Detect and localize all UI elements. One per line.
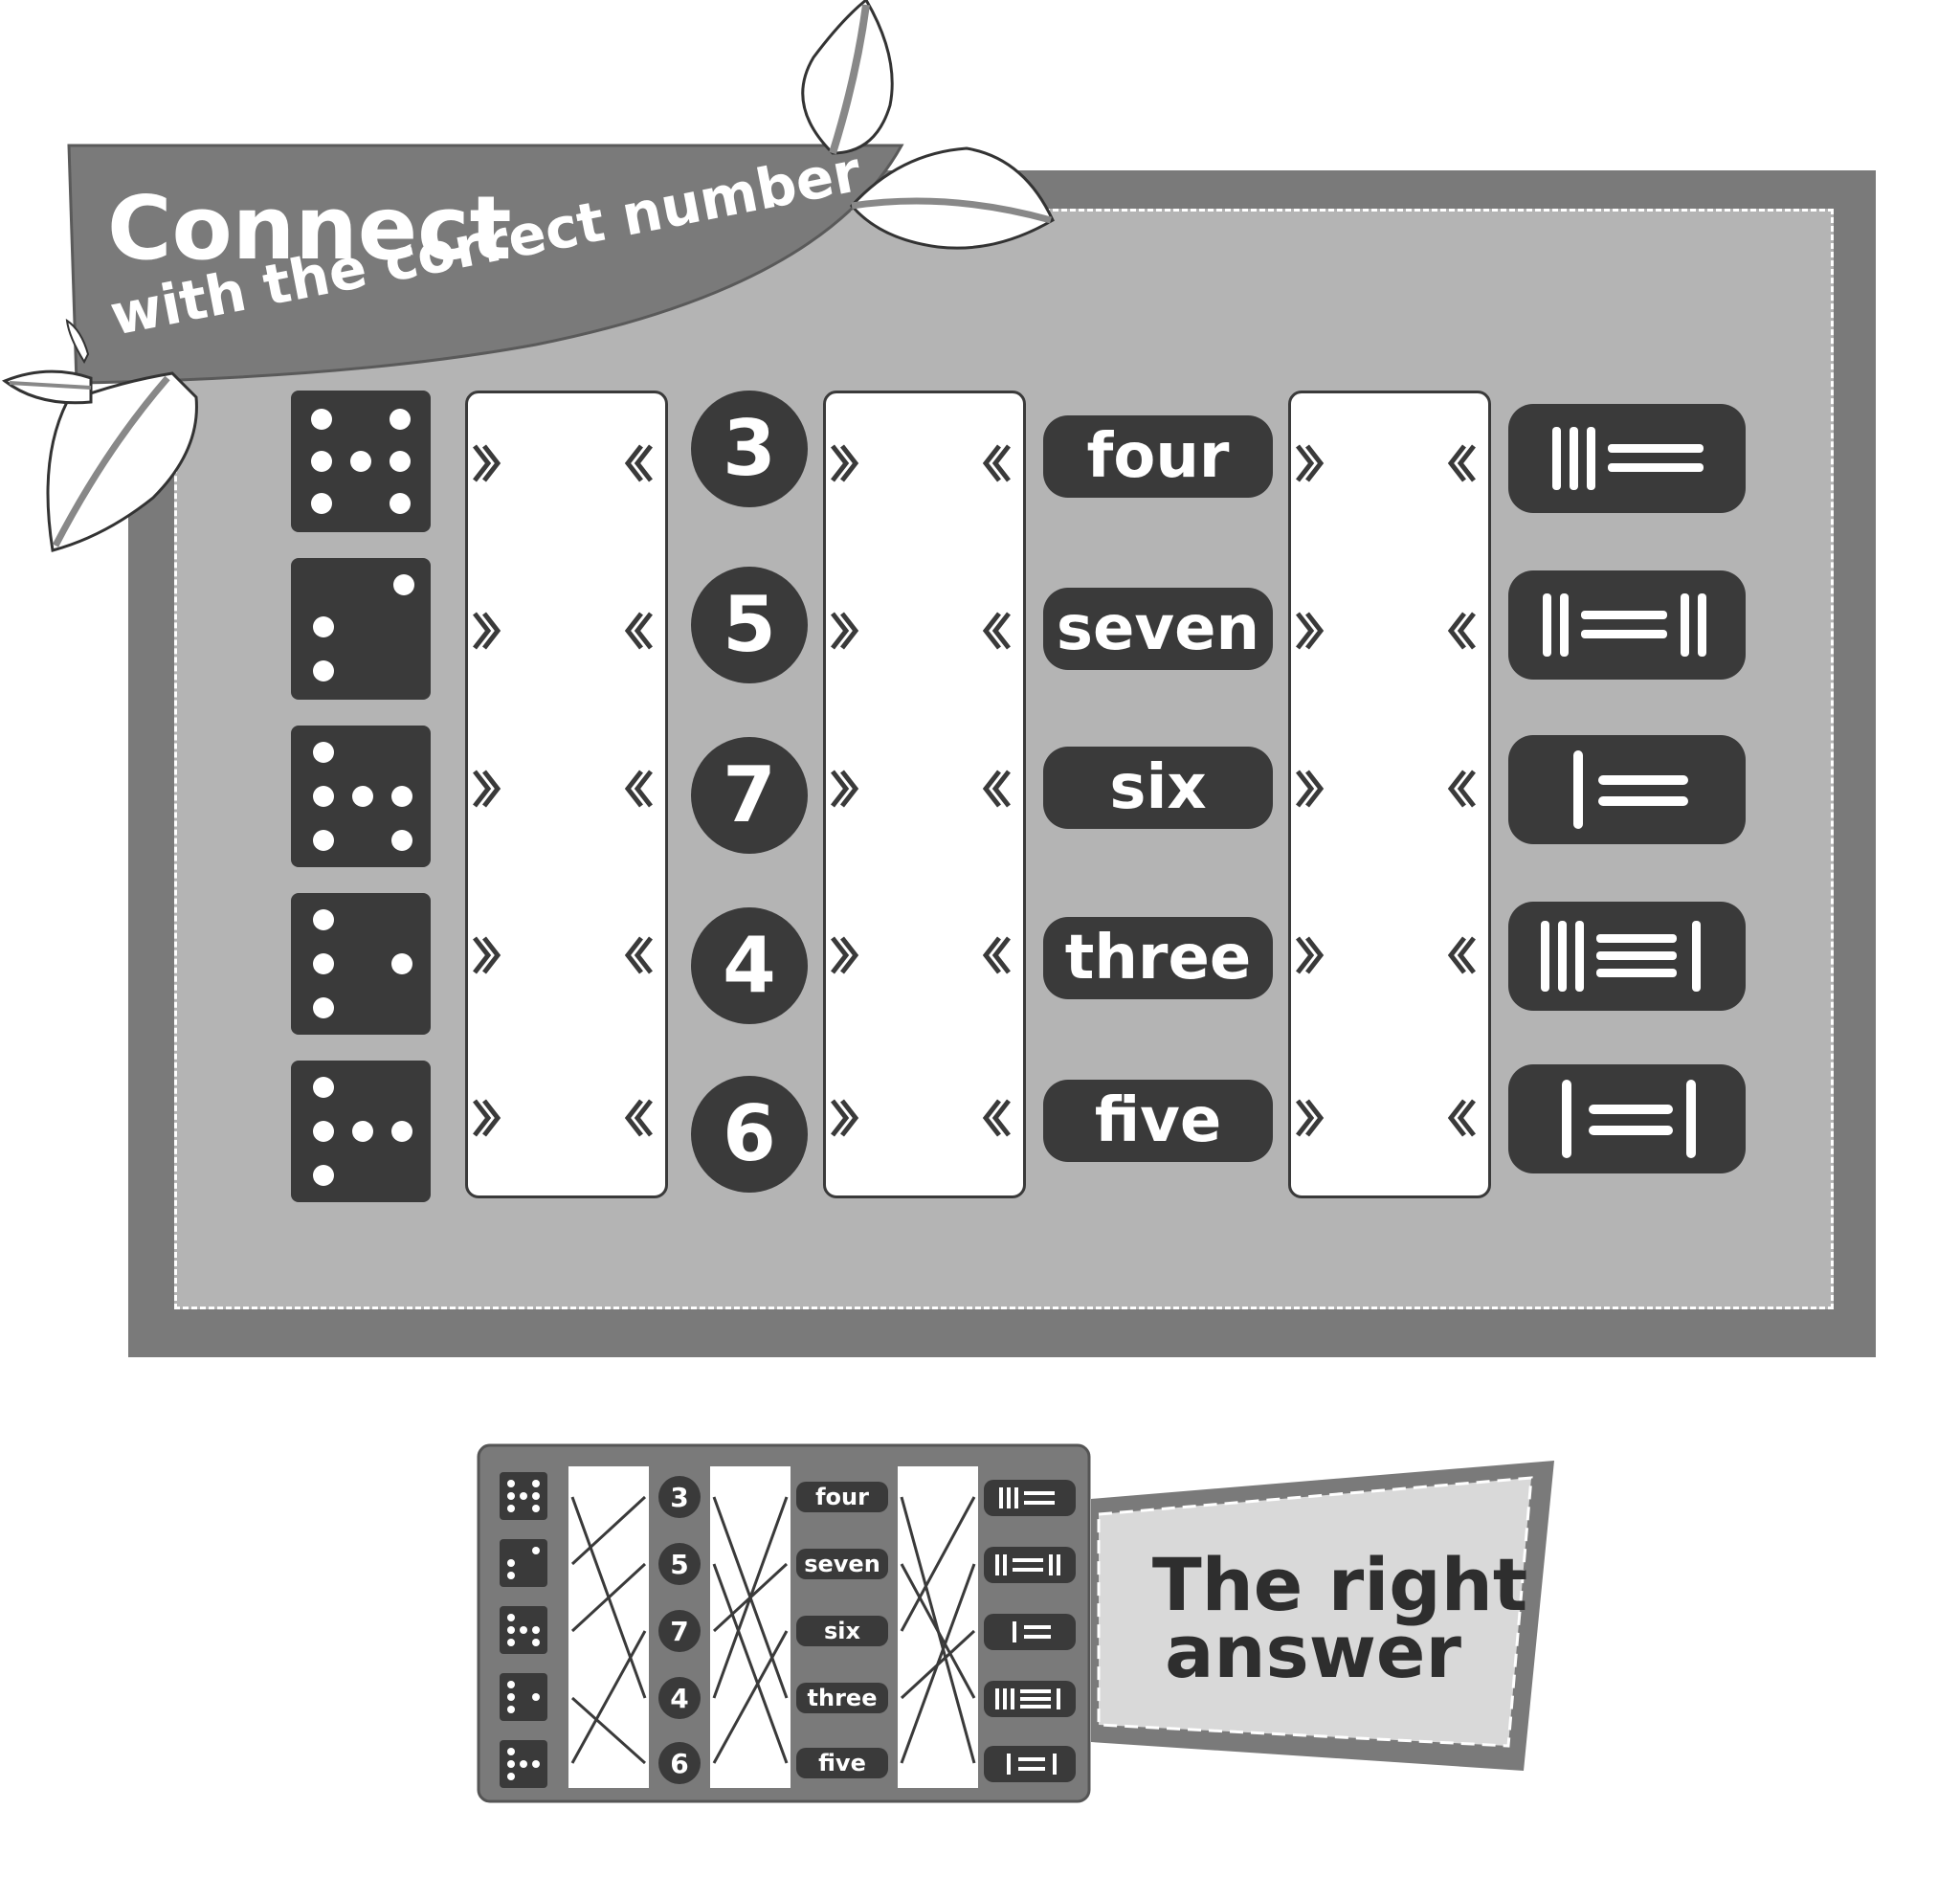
die-tile xyxy=(291,1061,431,1202)
chevron-left-icon[interactable] xyxy=(628,938,651,972)
digit-circle: 7 xyxy=(691,737,808,854)
answer-label-line2: answer xyxy=(1165,1609,1461,1694)
number-word-pill: four xyxy=(1043,415,1273,498)
die-face-icon xyxy=(313,1077,412,1186)
chevron-right-icon[interactable] xyxy=(833,614,856,648)
digit-circle: 4 xyxy=(691,907,808,1024)
number-word-pill: six xyxy=(1043,747,1273,829)
chevron-left-icon[interactable] xyxy=(1451,446,1474,480)
chevron-left-icon[interactable] xyxy=(986,614,1009,648)
digit-circle: 5 xyxy=(691,567,808,683)
answer-lines xyxy=(570,1495,976,1765)
number-word-pill: seven xyxy=(1043,588,1273,670)
tally-pill xyxy=(1508,570,1746,680)
number-word-pill: three xyxy=(1043,917,1273,999)
digit-circle: 3 xyxy=(691,391,808,507)
chevron-right-icon[interactable] xyxy=(1298,938,1321,972)
title-line1: Connect xyxy=(107,177,512,279)
chevron-right-icon[interactable] xyxy=(475,771,498,806)
number-word-pill: five xyxy=(1043,1080,1273,1162)
die-tile xyxy=(291,391,431,532)
chevron-left-icon[interactable] xyxy=(628,1101,651,1135)
answer-label-line1: The right xyxy=(1152,1542,1527,1627)
chevron-left-icon[interactable] xyxy=(1451,771,1474,806)
chevron-left-icon[interactable] xyxy=(628,771,651,806)
die-tile xyxy=(291,726,431,867)
chevron-right-icon[interactable] xyxy=(1298,771,1321,806)
thumb-digit: 7 xyxy=(670,1616,688,1647)
chevron-left-icon[interactable] xyxy=(1451,614,1474,648)
leaf-icon xyxy=(801,0,894,155)
die-face-icon xyxy=(313,909,412,1018)
digit-circle: 6 xyxy=(691,1076,808,1193)
tally-pill xyxy=(1508,404,1746,513)
tally-mark-icon xyxy=(1541,921,1701,992)
chevron-right-icon[interactable] xyxy=(833,938,856,972)
thumb-digit: 4 xyxy=(670,1683,688,1714)
thumb-digit: 6 xyxy=(670,1748,688,1779)
thumb-digit: 3 xyxy=(670,1482,688,1513)
chevron-left-icon[interactable] xyxy=(628,614,651,648)
chevron-left-icon[interactable] xyxy=(986,446,1009,480)
tally-mark-icon xyxy=(1562,1080,1696,1158)
tally-mark-icon xyxy=(1552,427,1704,490)
chevron-left-icon[interactable] xyxy=(986,1101,1009,1135)
leaf-icon xyxy=(849,146,1055,250)
thumb-word: six xyxy=(824,1618,861,1644)
chevron-right-icon[interactable] xyxy=(475,938,498,972)
chevron-left-icon[interactable] xyxy=(986,771,1009,806)
thumb-word: seven xyxy=(804,1551,880,1577)
die-face-icon xyxy=(313,742,412,851)
die-tile xyxy=(291,558,431,700)
thumb-digit: 5 xyxy=(670,1549,688,1580)
thumb-word: five xyxy=(818,1750,866,1776)
chevron-left-icon[interactable] xyxy=(1451,1101,1474,1135)
chevron-right-icon[interactable] xyxy=(475,1101,498,1135)
answer-thumbnail: 3 5 7 4 6 four seven six three five xyxy=(477,1443,1091,1803)
chevron-right-icon[interactable] xyxy=(833,446,856,480)
die-face-icon xyxy=(313,574,414,681)
thumb-word: three xyxy=(808,1685,878,1711)
tally-mark-icon xyxy=(1573,750,1688,829)
chevron-right-icon[interactable] xyxy=(475,446,498,480)
leaf-icon xyxy=(2,369,93,405)
answer-label-panel: The right answer xyxy=(1091,1461,1554,1771)
title-banner: Connect with the correct number xyxy=(2,0,1055,552)
tally-pill xyxy=(1508,1064,1746,1173)
chevron-right-icon[interactable] xyxy=(1298,1101,1321,1135)
thumb-word: four xyxy=(815,1484,869,1510)
tally-mark-icon xyxy=(1543,593,1706,657)
tally-pill xyxy=(1508,902,1746,1011)
chevron-right-icon[interactable] xyxy=(1298,614,1321,648)
chevron-right-icon[interactable] xyxy=(833,1101,856,1135)
chevron-right-icon[interactable] xyxy=(475,614,498,648)
chevron-left-icon[interactable] xyxy=(1451,938,1474,972)
chevron-right-icon[interactable] xyxy=(1298,446,1321,480)
chevron-right-icon[interactable] xyxy=(833,771,856,806)
die-face-icon xyxy=(311,409,411,514)
chevron-left-icon[interactable] xyxy=(986,938,1009,972)
die-tile xyxy=(291,893,431,1035)
chevron-left-icon[interactable] xyxy=(628,446,651,480)
leaf-icon xyxy=(65,318,90,365)
tally-pill xyxy=(1508,735,1746,844)
